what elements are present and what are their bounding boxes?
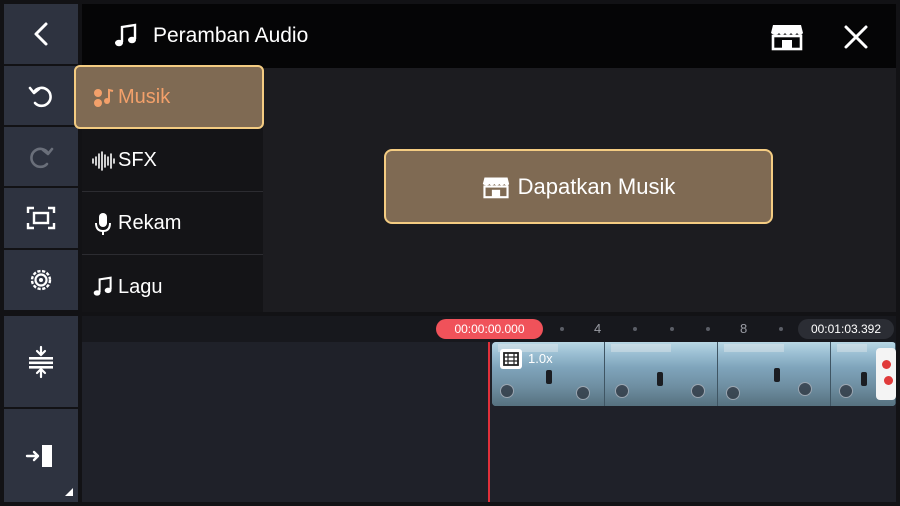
- song-note-icon: [90, 276, 116, 298]
- microphone-icon: [90, 212, 116, 236]
- clip-thumbnail: [718, 342, 831, 406]
- current-time-badge: 00:00:00.000: [436, 319, 543, 339]
- store-icon: [482, 174, 510, 199]
- category-label: Rekam: [118, 212, 182, 234]
- ruler-tick: [779, 327, 783, 331]
- close-button[interactable]: [839, 20, 873, 54]
- split-tracks-button[interactable]: [4, 316, 78, 407]
- store-icon: [771, 25, 803, 51]
- fit-screen-icon: [26, 206, 56, 230]
- back-button[interactable]: [4, 4, 78, 64]
- category-label: SFX: [118, 149, 157, 171]
- close-icon: [844, 25, 868, 49]
- undo-icon: [28, 86, 52, 107]
- panel-header: Peramban Audio: [82, 4, 896, 68]
- category-list: Musik SFX Rekam Lagu: [74, 65, 264, 312]
- ruler-tick: [706, 327, 710, 331]
- fit-screen-button[interactable]: [4, 188, 78, 248]
- ruler-label: 4: [594, 321, 602, 336]
- ruler-tick: [560, 327, 564, 331]
- split-tracks-icon: [29, 345, 53, 378]
- expand-corner-icon: [65, 488, 73, 496]
- clip-thumbnail: [605, 342, 718, 406]
- total-duration-badge: 00:01:03.392: [798, 319, 894, 339]
- music-note-icon: [113, 22, 139, 50]
- clip-end-thumbnail: [876, 348, 896, 400]
- clip-speed-label: 1.0x: [528, 351, 553, 366]
- category-lagu[interactable]: Lagu: [82, 256, 263, 318]
- settings-icon: [30, 269, 52, 291]
- playhead[interactable]: [488, 342, 490, 502]
- category-label: Musik: [118, 85, 171, 108]
- category-musik[interactable]: Musik: [74, 65, 264, 129]
- ruler-label: 8: [740, 321, 748, 336]
- ruler-tick: [633, 327, 637, 331]
- redo-button[interactable]: [4, 127, 78, 186]
- waveform-icon: [90, 150, 116, 172]
- category-rekam[interactable]: Rekam: [82, 193, 263, 255]
- film-icon: [500, 349, 522, 369]
- undo-button[interactable]: [4, 66, 78, 125]
- get-music-label: Dapatkan Musik: [517, 173, 676, 199]
- export-button[interactable]: [4, 409, 78, 502]
- category-sfx[interactable]: SFX: [82, 130, 263, 192]
- panel-title: Peramban Audio: [153, 24, 309, 47]
- store-button[interactable]: [768, 18, 806, 54]
- music-library-icon: [90, 86, 116, 108]
- timeline[interactable]: 4 8 00:00:00.000 00:01:03.392: [82, 316, 896, 502]
- ruler-tick: [670, 327, 674, 331]
- get-music-button[interactable]: Dapatkan Musik: [384, 149, 773, 224]
- settings-button[interactable]: [4, 250, 78, 310]
- back-arrow-icon: [34, 22, 48, 46]
- redo-icon: [30, 147, 54, 168]
- category-label: Lagu: [118, 275, 163, 298]
- export-icon: [25, 444, 52, 467]
- audio-browser-panel: Peramban Audio Musik SFX: [74, 4, 896, 312]
